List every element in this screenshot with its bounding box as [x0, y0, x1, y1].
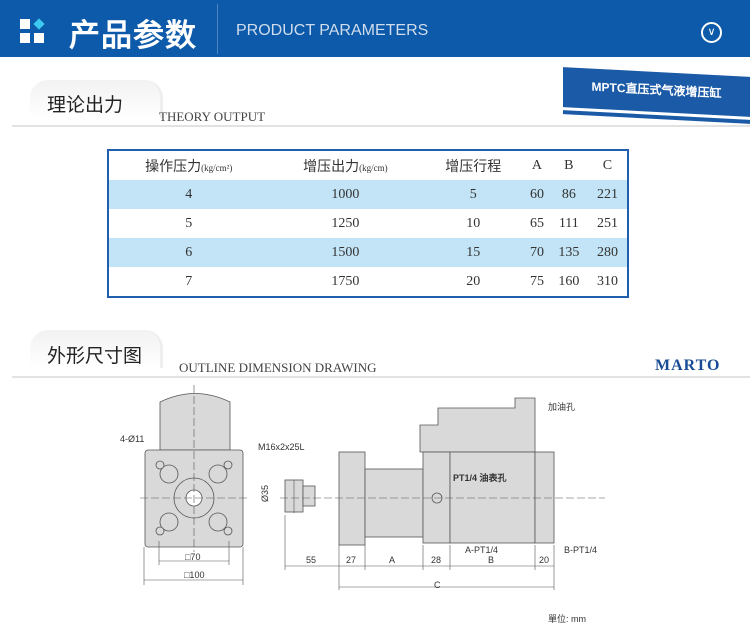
section-title: 理论出力 — [47, 94, 124, 116]
svg-text:單位: mm: 單位: mm — [548, 613, 586, 624]
svg-text:A: A — [389, 555, 395, 565]
svg-text:4-Ø11: 4-Ø11 — [120, 434, 144, 444]
svg-text:C: C — [434, 580, 441, 590]
grid-logo-icon — [20, 18, 45, 43]
svg-text:27: 27 — [346, 555, 356, 565]
section-tab — [30, 330, 163, 368]
svg-text:B-PT1/4: B-PT1/4 — [564, 545, 597, 555]
brand-logo: MARTO — [655, 357, 721, 374]
divider — [217, 4, 218, 54]
end-cap-top — [159, 393, 231, 451]
header-bar: 产品参数 PRODUCT PARAMETERS ∨ — [0, 0, 750, 57]
divider — [12, 376, 750, 378]
header-subtitle: PRODUCT PARAMETERS — [236, 22, 429, 39]
outline-drawing: 4-Ø11 M16x2x25L □70 □100 Ø35 PT1/4 油表孔 加… — [120, 385, 605, 624]
svg-text:A-PT1/4: A-PT1/4 — [465, 545, 498, 555]
svg-text:28: 28 — [431, 555, 441, 565]
chevron-down-icon[interactable]: ∨ — [701, 22, 722, 43]
svg-text:PT1/4 油表孔: PT1/4 油表孔 — [453, 472, 507, 483]
section-title: 外形尺寸图 — [47, 345, 143, 367]
divider — [12, 125, 750, 127]
svg-text:□100: □100 — [184, 570, 204, 580]
svg-text:M16x2x25L: M16x2x25L — [258, 442, 305, 452]
svg-text:B: B — [488, 555, 494, 565]
front-flange — [338, 451, 366, 546]
section-subtitle: OUTLINE DIMENSION DRAWING — [179, 360, 377, 375]
oil-housing — [419, 397, 536, 453]
svg-text:20: 20 — [539, 555, 549, 565]
svg-text:55: 55 — [306, 555, 316, 565]
svg-text:Ø35: Ø35 — [260, 485, 270, 502]
section-subtitle: THEORY OUTPUT — [159, 109, 266, 124]
product-banner: MPTC直压式气液增压缸 — [563, 67, 750, 120]
section-tab — [30, 80, 163, 118]
header-title: 产品参数 — [69, 18, 197, 53]
svg-text:□70: □70 — [185, 552, 200, 562]
svg-text:加油孔: 加油孔 — [548, 401, 575, 412]
